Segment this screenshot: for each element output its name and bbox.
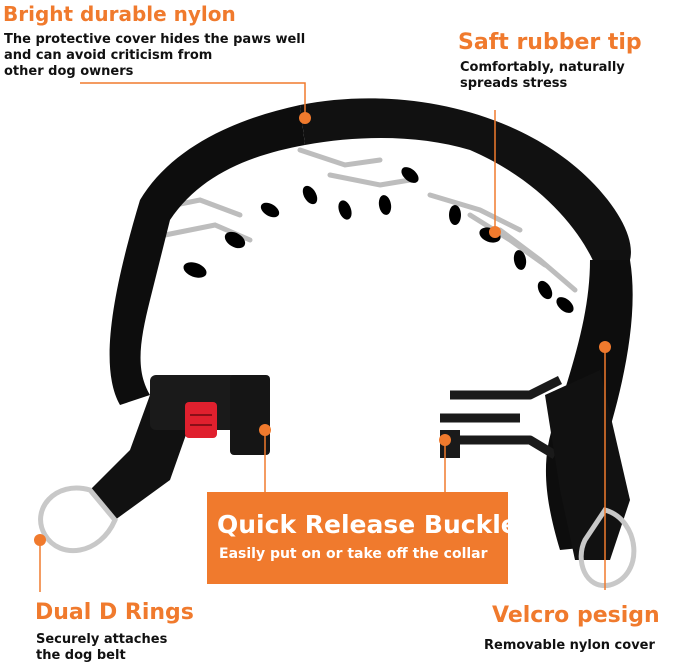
buckle-description: Easily put on or take off the collar <box>219 546 488 562</box>
d-ring-right <box>578 507 637 588</box>
buckle-title: Quick Release Buckle <box>217 510 518 539</box>
rings-description: Securely attaches the dog belt <box>36 632 167 664</box>
tip-line-1: Comfortably, naturally <box>460 60 625 75</box>
nylon-line-2: and can avoid criticism from <box>4 48 213 63</box>
rings-line-2: the dog belt <box>36 648 126 663</box>
nylon-band-right <box>300 98 631 265</box>
tip-title: Saft rubber tip <box>458 30 642 55</box>
rubber-tips <box>183 167 574 313</box>
tip-line-2: spreads stress <box>460 76 568 91</box>
buckle-female <box>150 375 270 455</box>
metal-prongs <box>147 147 578 293</box>
nylon-line-1: The protective cover hides the paws well <box>4 32 306 47</box>
nylon-title: Bright durable nylon <box>3 2 236 26</box>
tip-description: Comfortably, naturally spreads stress <box>460 60 625 92</box>
callout-dots <box>34 112 611 546</box>
rings-line-1: Securely attaches <box>36 632 168 647</box>
nylon-description: The protective cover hides the paws well… <box>4 32 305 80</box>
buckle-male <box>440 375 563 459</box>
buckle-callout-box: Quick Release Buckle Easily put on or ta… <box>207 492 518 584</box>
nylon-band-left <box>109 105 305 405</box>
nylon-line-3: other dog owners <box>4 64 134 79</box>
velcro-line-1: Removable nylon cover <box>484 638 655 653</box>
d-ring-left <box>38 485 118 553</box>
rings-title: Dual D Rings <box>35 600 194 625</box>
velcro-title: Velcro pesign <box>492 603 660 628</box>
callout-lines <box>39 82 606 592</box>
velcro-description: Removable nylon cover <box>484 638 655 654</box>
